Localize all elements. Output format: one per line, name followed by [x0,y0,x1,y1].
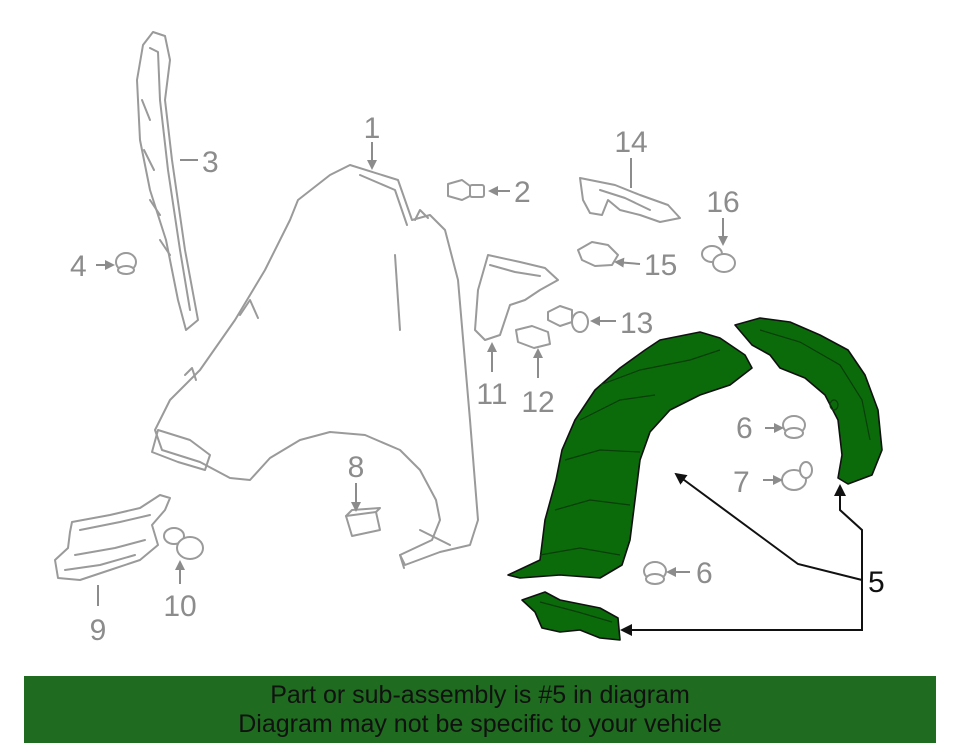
part-6-clip-lower [643,561,667,585]
callout-6-lower: 6 [696,557,713,590]
callout-10: 10 [163,590,196,623]
info-banner: Part or sub-assembly is #5 in diagram Di… [24,676,936,743]
part-7-screw [781,461,813,491]
part-9-splash-shield [54,494,171,581]
leader-15 [614,257,641,268]
callout-1: 1 [364,112,381,145]
part-1-fender [151,164,479,569]
callout-14: 14 [614,126,647,159]
part-3-fender-seal [136,31,199,331]
callout-11: 11 [476,378,507,411]
callout-4: 4 [70,250,87,283]
part-15-pad [577,241,619,267]
part-11-bracket [474,254,559,341]
part-12-pad [515,325,551,349]
callout-6-upper: 6 [736,412,753,445]
part-13-bolt [547,305,589,333]
callout-5: 5 [868,566,885,599]
callout-15: 15 [644,249,677,282]
callout-12: 12 [521,386,554,419]
callout-16: 16 [706,186,739,219]
callout-7: 7 [733,466,750,499]
callout-9: 9 [90,614,107,647]
part-6-clip-upper [782,415,806,439]
callout-3: 3 [202,146,219,179]
banner-line-2: Diagram may not be specific to your vehi… [238,710,722,738]
part-2-bolt [447,179,485,201]
part-5-liner-bracket [521,591,621,641]
callout-13: 13 [620,307,653,340]
part-10-clip [163,527,204,560]
callout-2: 2 [514,176,531,209]
part-4-clip [115,252,137,275]
leader-5 [620,472,863,636]
banner-line-1: Part or sub-assembly is #5 in diagram [270,681,690,709]
part-8-block [345,507,381,537]
part-16-clip [701,245,736,273]
part-5-fender-liner-front [507,331,753,579]
part-14-bracket [579,177,681,223]
callout-8: 8 [348,451,365,484]
part-5-fender-liner-rear [734,317,883,485]
